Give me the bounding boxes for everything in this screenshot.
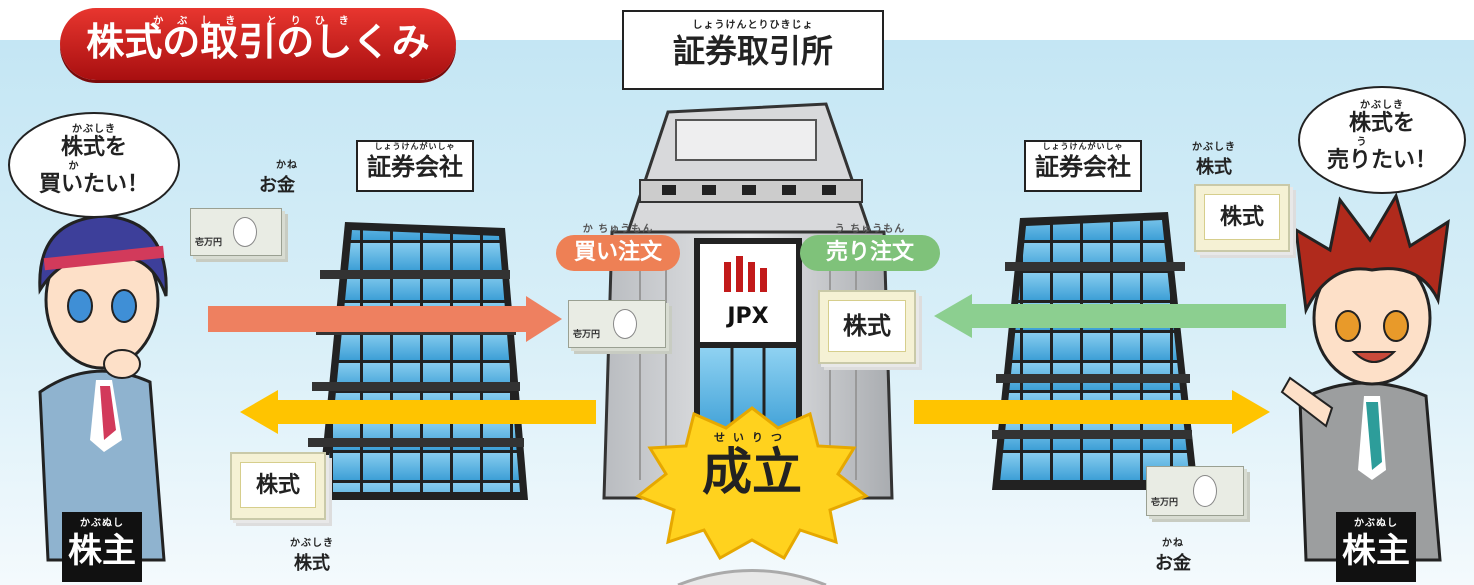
exchange-label-box: しょうけんとりひきじょ 証券取引所: [622, 10, 884, 90]
banknote-center-left: 壱万円: [568, 300, 666, 348]
right-broker-label: しょうけんがいしゃ 証券会社: [1024, 140, 1142, 192]
result-ruby: せいりつ: [713, 431, 791, 444]
money-text-br: お金: [1155, 553, 1191, 574]
result-burst: [635, 406, 869, 561]
money-label-top-left: かね お金: [252, 160, 302, 197]
stock-label-bottom-left: かぶしき 株式: [282, 538, 342, 575]
buyer-tag-text: 株主: [68, 531, 136, 571]
right-broker-text: 証券会社: [1035, 153, 1131, 181]
stock-text-bl: 株式: [294, 553, 330, 574]
money-ruby-br: かね: [1162, 538, 1184, 549]
buy-order-ruby: か ちゅうもん: [582, 224, 654, 235]
exchange-label: 証券取引所: [672, 32, 833, 70]
banknote-top-left: 壱万円: [190, 208, 282, 256]
right-broker-ruby: しょうけんがいしゃ: [1042, 142, 1124, 151]
jpx-sign: JPX: [727, 304, 769, 329]
stock-certificate-text: 株式: [240, 462, 316, 508]
seller-speech-bubble: かぶしき 株式を う 売りたい！: [1298, 86, 1466, 194]
stock-certificate-text: 株式: [1204, 194, 1280, 240]
money-arrow-right: [914, 390, 1270, 434]
sell-arrow: [934, 294, 1286, 338]
page-title: 株式の取引のしくみ: [86, 20, 430, 64]
seller-bubble-ruby2: う: [1356, 137, 1368, 148]
buyer-shareholder-tag: かぶぬし 株主: [62, 512, 142, 582]
sell-order-ruby: う ちゅうもん: [834, 224, 906, 235]
stock-certificate-bottom-left: 株式: [230, 452, 326, 520]
stock-label-top-right: かぶしき 株式: [1184, 142, 1244, 179]
seller-bubble-ruby1: かぶしき: [1360, 100, 1404, 111]
money-label-bottom-right: かね お金: [1148, 538, 1198, 575]
buyer-bubble-ruby2: か: [68, 161, 80, 172]
buyer-tag-ruby: かぶぬし: [80, 518, 124, 529]
stock-arrow-left: [240, 390, 596, 434]
buyer-bubble-ruby1: かぶしき: [72, 124, 116, 135]
title-ruby: かぶしき とりひき: [153, 16, 363, 27]
bill-text: 壱万円: [1151, 498, 1179, 508]
bottom-sign-arc: [677, 569, 827, 585]
stock-certificate-text: 株式: [828, 300, 906, 352]
seller-bubble-line1: 株式を: [1348, 111, 1415, 136]
stock-text-tr: 株式: [1196, 157, 1232, 178]
seller-shareholder-tag: かぶぬし 株主: [1336, 512, 1416, 582]
money-ruby: かね: [276, 160, 298, 171]
buyer-character: [38, 214, 168, 562]
seller-bubble-line2: 売りたい！: [1326, 148, 1437, 173]
buy-order-pill: 買い注文: [556, 235, 680, 271]
left-broker-ruby: しょうけんがいしゃ: [374, 142, 456, 151]
left-broker-building: [308, 222, 528, 500]
buyer-bubble-line1: 株式を: [60, 135, 127, 160]
buyer-bubble-line2: 買いたい！: [38, 172, 149, 197]
seller-tag-text: 株主: [1342, 531, 1410, 571]
bill-watermark: [1193, 475, 1217, 507]
stock-ruby-bl: かぶしき: [290, 538, 334, 549]
buy-arrow: [208, 296, 562, 342]
sell-order-pill: 売り注文: [800, 235, 940, 271]
right-broker-building: [992, 212, 1198, 490]
result-label: 成立: [702, 443, 802, 501]
stock-ruby-tr: かぶしき: [1192, 142, 1236, 153]
seller-character: [1280, 192, 1450, 562]
money-text: お金: [259, 175, 295, 196]
left-broker-text: 証券会社: [367, 153, 463, 181]
buyer-speech-bubble: かぶしき 株式を か 買いたい！: [8, 112, 180, 218]
stock-certificate-center: 株式: [818, 290, 916, 364]
exchange-ruby: しょうけんとりひきじょ: [692, 20, 814, 31]
stock-certificate-top-right: 株式: [1194, 184, 1290, 252]
buy-order-group: か ちゅうもん 買い注文: [556, 224, 680, 271]
title-banner: [60, 8, 456, 80]
bill-watermark: [613, 309, 637, 339]
seller-tag-ruby: かぶぬし: [1354, 518, 1398, 529]
sell-order-group: う ちゅうもん 売り注文: [800, 224, 940, 271]
banknote-bottom-right: 壱万円: [1146, 466, 1244, 516]
bill-text: 壱万円: [195, 238, 223, 248]
left-broker-label: しょうけんがいしゃ 証券会社: [356, 140, 474, 192]
bill-text: 壱万円: [573, 330, 601, 340]
bill-watermark: [233, 217, 257, 247]
result-group: せいりつ 成立: [682, 432, 822, 501]
